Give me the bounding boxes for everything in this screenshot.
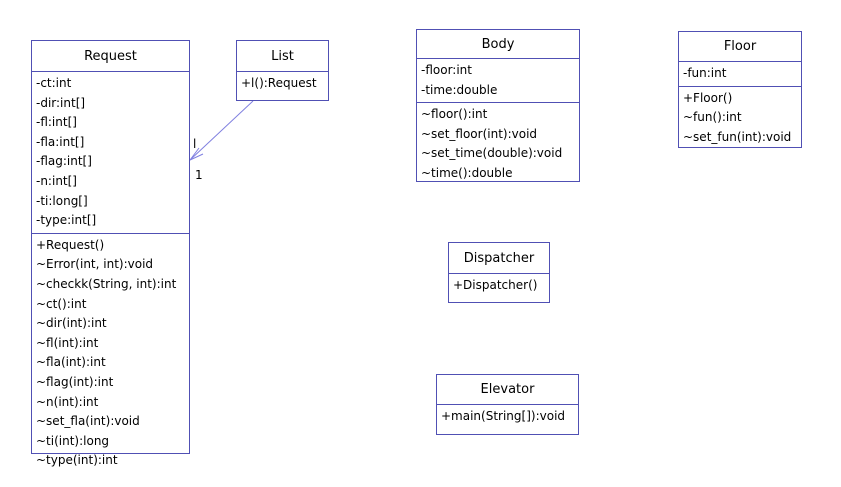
class-list-methods: +l():Request xyxy=(237,72,328,96)
method: ~floor():int xyxy=(421,107,488,122)
class-elevator-name: Elevator xyxy=(437,375,578,405)
method: ~ct():int xyxy=(36,296,87,311)
class-floor-attributes: -fun:int xyxy=(679,62,801,87)
association-role-label: l xyxy=(193,137,197,151)
class-floor[interactable]: Floor -fun:int +Floor() ~fun():int ~set_… xyxy=(678,31,802,148)
class-body-methods: ~floor():int ~set_floor(int):void ~set_t… xyxy=(417,103,579,185)
class-request[interactable]: Request -ct:int -dir:int[] -fl:int[] -fl… xyxy=(31,40,190,467)
method: ~set_fla(int):void xyxy=(36,414,140,429)
method: +Dispatcher() xyxy=(453,278,538,292)
method: ~fla(int):int xyxy=(36,355,106,370)
attribute: -ti:long[] xyxy=(36,193,88,208)
class-body-attributes: -floor:int -time:double xyxy=(417,59,579,104)
attribute: -floor:int xyxy=(421,63,472,77)
method: ~fun():int xyxy=(683,110,742,125)
class-dispatcher-methods: +Dispatcher() xyxy=(449,274,549,298)
class-elevator-methods: +main(String[]):void xyxy=(437,405,578,429)
class-request-attributes: -ct:int -dir:int[] -fl:int[] -fla:int[] … xyxy=(32,72,189,234)
attribute: -flag:int[] xyxy=(36,154,92,169)
method: ~checkk(String, int):int xyxy=(36,276,177,291)
method: ~dir(int):int xyxy=(36,316,107,331)
class-dispatcher[interactable]: Dispatcher +Dispatcher() xyxy=(448,242,550,303)
class-request-name: Request xyxy=(32,41,189,72)
class-request-methods: +Request() ~Error(int, int):void ~checkk… xyxy=(32,234,189,473)
class-list[interactable]: List +l():Request xyxy=(236,40,329,101)
method: ~fl(int):int xyxy=(36,335,99,350)
method: +main(String[]):void xyxy=(441,409,566,423)
method: +Floor() xyxy=(683,90,733,105)
class-elevator[interactable]: Elevator +main(String[]):void xyxy=(436,374,579,435)
association-line xyxy=(189,100,254,161)
method: ~flag(int):int xyxy=(36,374,114,389)
method: ~set_fun(int):void xyxy=(683,129,792,144)
association-multiplicity: 1 xyxy=(195,168,203,182)
attribute: -dir:int[] xyxy=(36,95,86,110)
attribute: -ct:int xyxy=(36,76,72,90)
class-floor-methods: +Floor() ~fun():int ~set_fun(int):void xyxy=(679,87,801,150)
class-list-name: List xyxy=(237,41,328,72)
method: ~set_floor(int):void xyxy=(421,126,538,141)
method: ~time():double xyxy=(421,165,513,180)
class-floor-name: Floor xyxy=(679,32,801,62)
attribute: -type:int[] xyxy=(36,213,97,228)
class-dispatcher-name: Dispatcher xyxy=(449,243,549,274)
method: +l():Request xyxy=(241,76,317,90)
method: ~set_time(double):void xyxy=(421,146,563,161)
method: ~type(int):int xyxy=(36,453,118,468)
class-body-name: Body xyxy=(417,30,579,59)
attribute: -fla:int[] xyxy=(36,134,85,149)
method: ~Error(int, int):void xyxy=(36,257,154,272)
method: ~ti(int):long xyxy=(36,433,110,448)
class-body[interactable]: Body -floor:int -time:double ~floor():in… xyxy=(416,29,580,182)
association-arrowhead xyxy=(189,147,204,161)
method: ~n(int):int xyxy=(36,394,99,409)
attribute: -fun:int xyxy=(683,66,727,80)
attribute: -time:double xyxy=(421,82,498,97)
attribute: -fl:int[] xyxy=(36,115,77,130)
attribute: -n:int[] xyxy=(36,173,77,188)
method: +Request() xyxy=(36,237,105,252)
